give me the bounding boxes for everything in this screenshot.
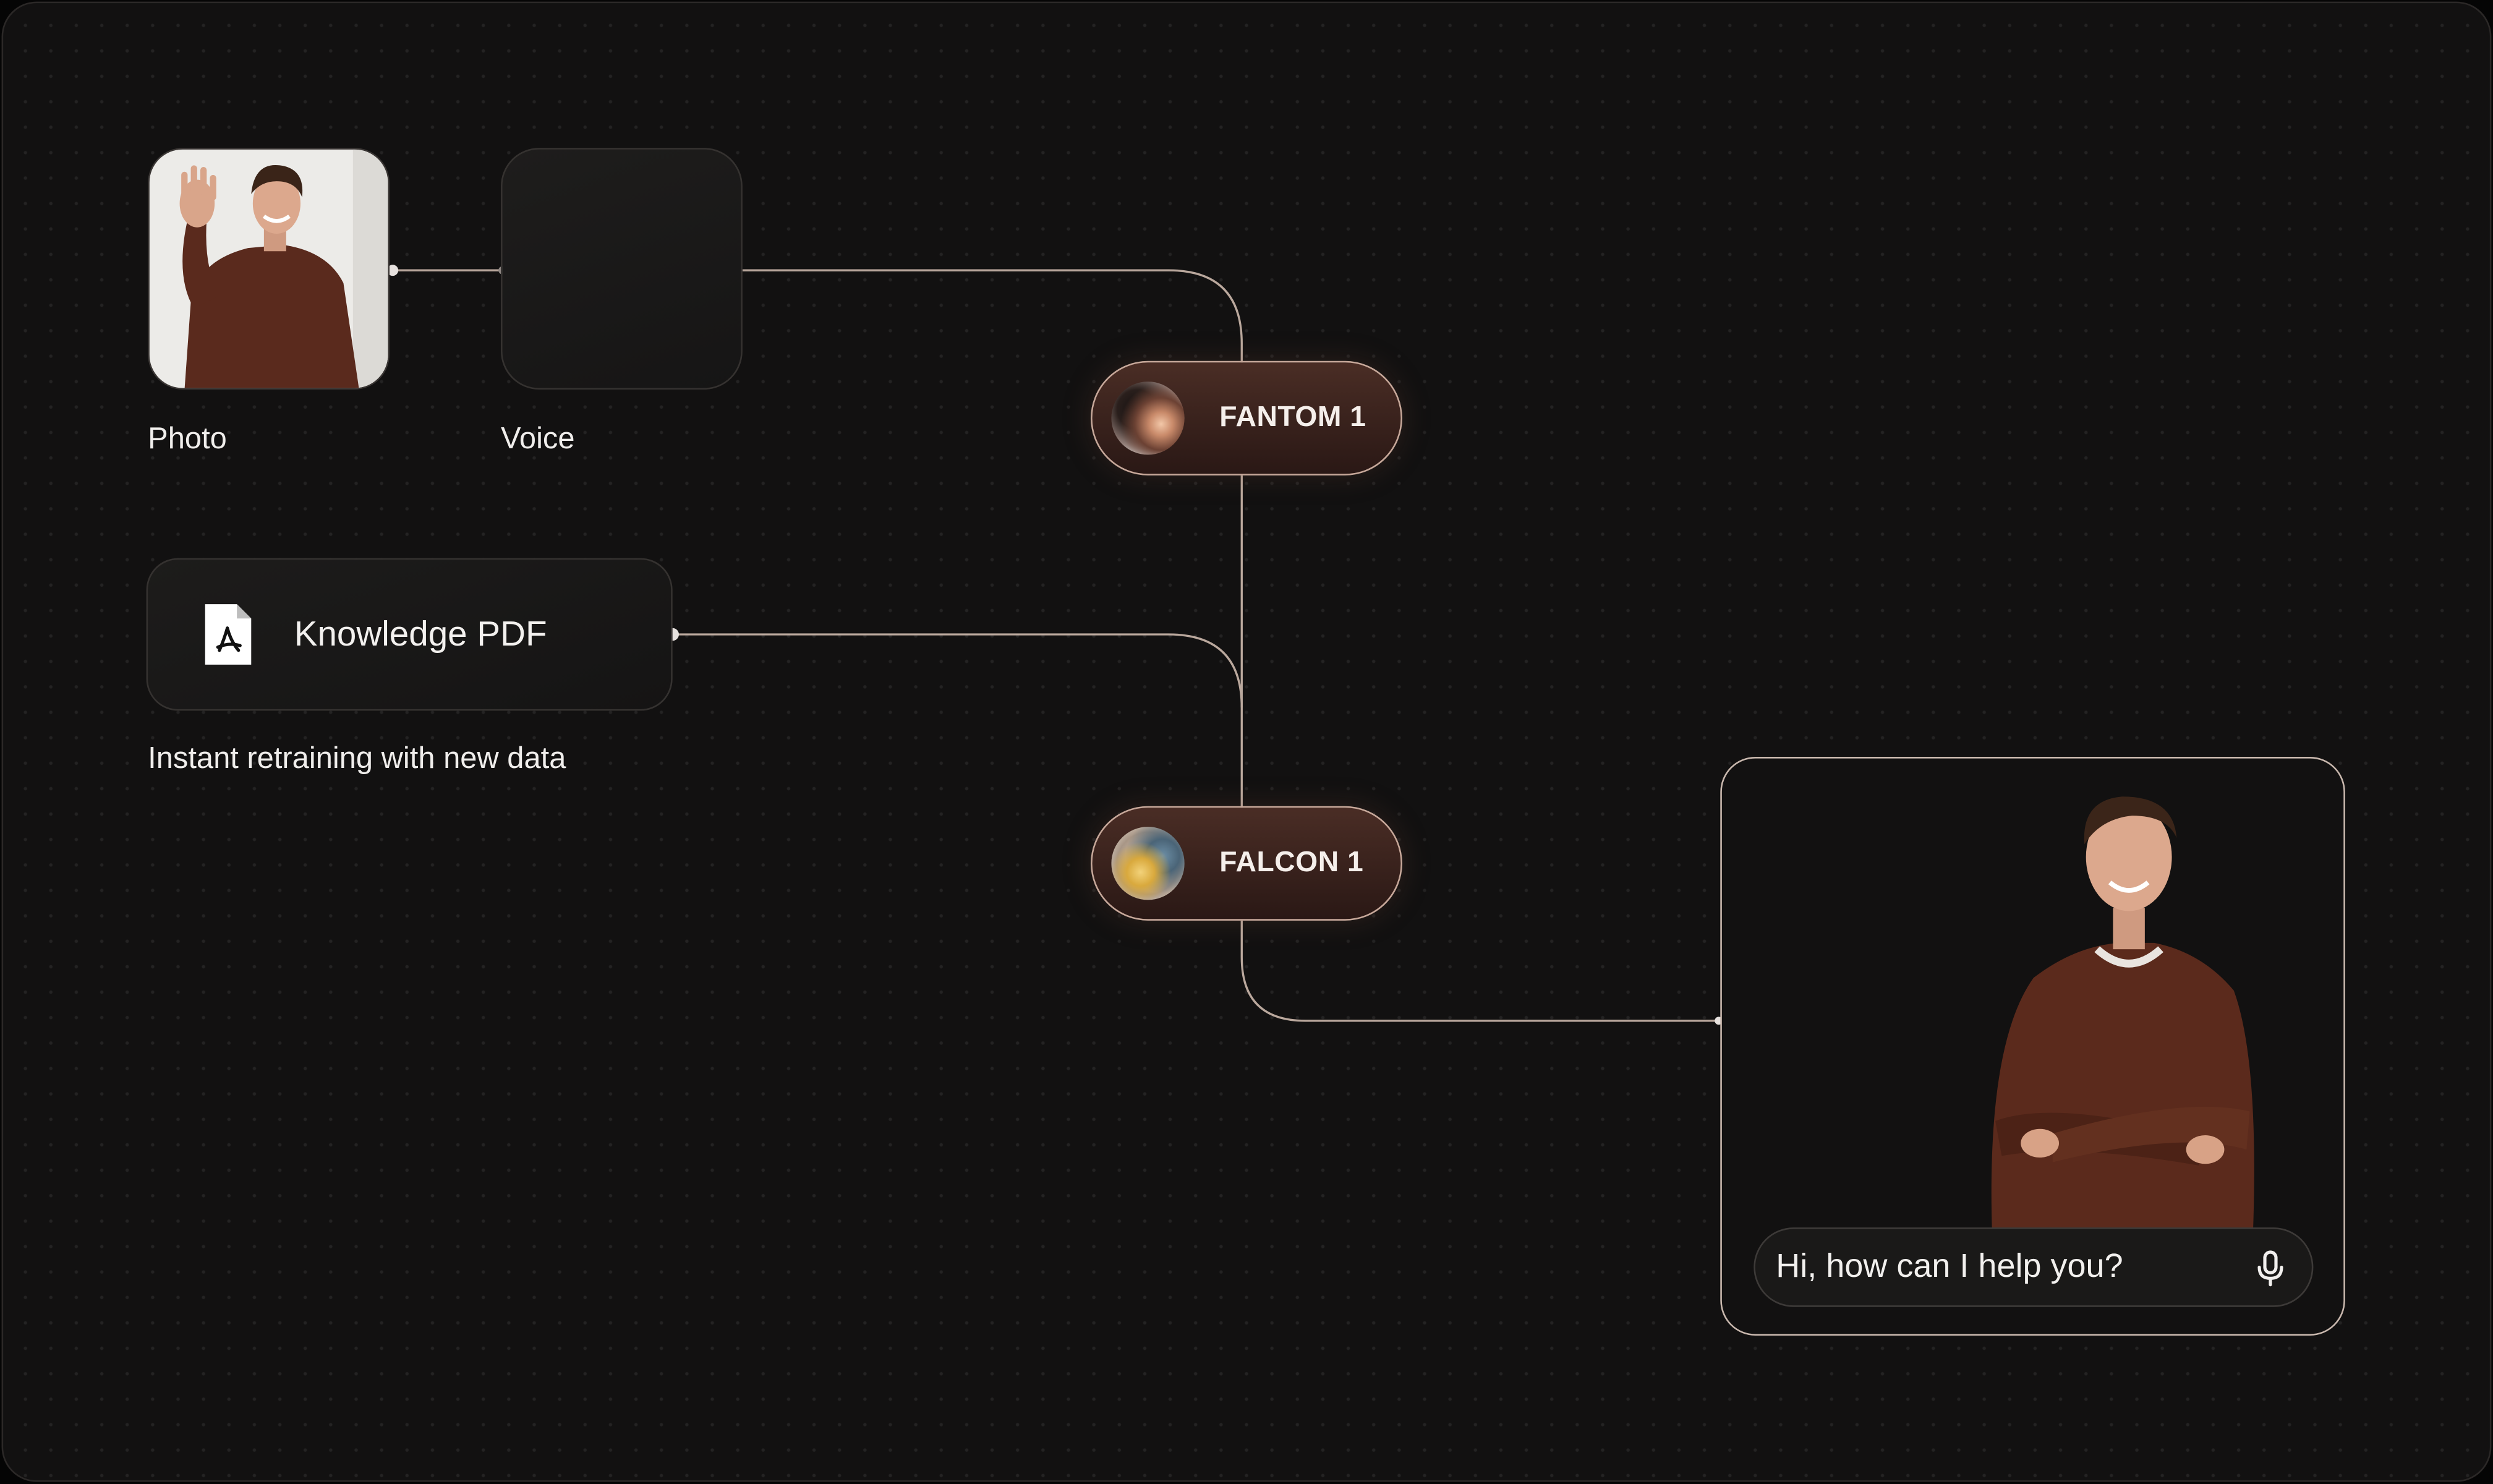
- voice-caption: Voice: [501, 423, 575, 458]
- chat-placeholder: Hi, how can I help you?: [1776, 1248, 2123, 1287]
- photo-caption: Photo: [148, 423, 227, 458]
- knowledge-pdf-card[interactable]: Knowledge PDF: [147, 558, 673, 711]
- chat-input-bar[interactable]: Hi, how can I help you?: [1754, 1227, 2313, 1307]
- microphone-icon[interactable]: [2254, 1250, 2286, 1288]
- falcon-orb-icon: [1111, 827, 1184, 900]
- knowledge-pdf-label: Knowledge PDF: [294, 614, 547, 655]
- person-waving-illustration: [150, 150, 390, 390]
- fantom-orb-icon: [1111, 382, 1184, 454]
- fantom-model-node[interactable]: FANTOM 1: [1091, 361, 1402, 475]
- falcon-model-node[interactable]: FALCON 1: [1091, 806, 1402, 921]
- photo-input-card[interactable]: [148, 148, 390, 390]
- sound-waveform-icon: [503, 150, 744, 391]
- avatar-output-panel: Hi, how can I help you?: [1720, 757, 2345, 1336]
- falcon-model-label: FALCON 1: [1219, 846, 1363, 879]
- pdf-document-icon: [202, 601, 255, 668]
- voice-input-card[interactable]: [501, 148, 743, 390]
- fantom-model-label: FANTOM 1: [1219, 401, 1366, 434]
- knowledge-caption: Instant retraining with new data: [148, 743, 566, 778]
